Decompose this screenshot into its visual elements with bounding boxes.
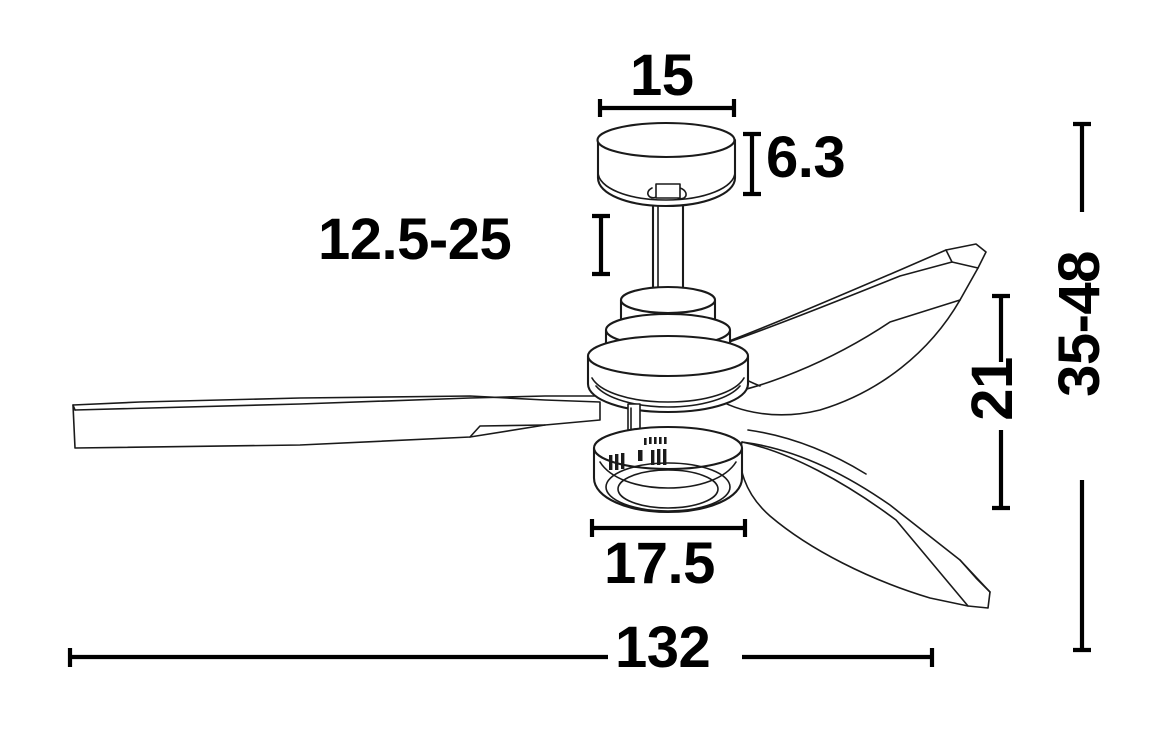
motor-housing bbox=[586, 285, 750, 414]
vent-slots bbox=[609, 449, 667, 470]
dimline-body-height bbox=[992, 293, 1010, 511]
blade-left bbox=[72, 395, 601, 449]
dimline-canopy-height bbox=[743, 131, 761, 197]
dimension-label-light-kit-width: 17.5 bbox=[604, 531, 715, 596]
dimension-label-total-height: 35-48 bbox=[1046, 251, 1112, 397]
canopy bbox=[596, 121, 737, 208]
dimline-canopy-width bbox=[597, 99, 737, 117]
light-kit bbox=[592, 425, 744, 514]
blade-lower-right bbox=[739, 429, 991, 609]
dimline-light-kit-width bbox=[589, 519, 748, 537]
dimline-downrod-length bbox=[592, 213, 610, 277]
receiver-slots bbox=[644, 437, 667, 445]
dimension-label-downrod-length: 12.5-25 bbox=[318, 207, 512, 272]
dimline-blade-span bbox=[67, 648, 935, 667]
dimension-label-body-height: 21 bbox=[959, 357, 1025, 421]
dimension-label-blade-span: 132 bbox=[615, 615, 711, 680]
dimline-total-height bbox=[1073, 121, 1091, 653]
dimension-label-canopy-height: 6.3 bbox=[766, 125, 846, 190]
dimension-label-canopy-width: 15 bbox=[630, 43, 694, 108]
